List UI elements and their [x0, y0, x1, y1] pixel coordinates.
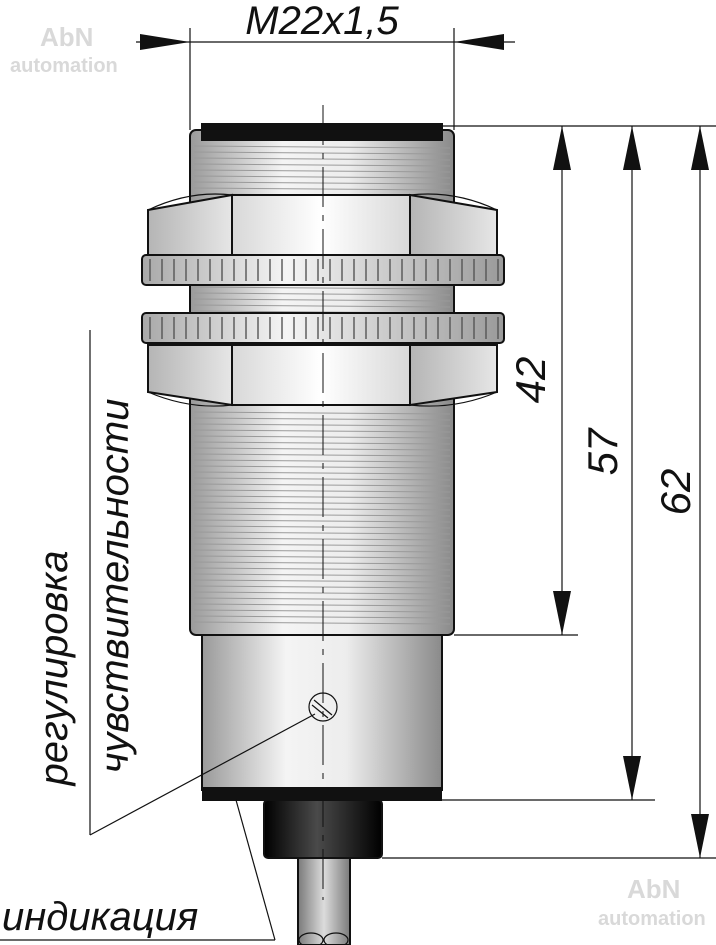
- thread-groove: [193, 525, 451, 529]
- thread-groove: [193, 447, 451, 451]
- thread-groove: [193, 483, 451, 487]
- thread-groove: [193, 597, 451, 601]
- thread-groove: [193, 292, 451, 296]
- watermark-caption-text: automation: [598, 908, 706, 930]
- length-62-label: 62: [652, 469, 699, 516]
- thread-groove: [193, 519, 451, 523]
- thread-groove: [193, 603, 451, 607]
- thread-groove: [193, 298, 451, 302]
- dimension-57: 57: [579, 126, 641, 800]
- thread-groove: [193, 465, 451, 469]
- rear-housing: [201, 634, 443, 801]
- thread-groove: [193, 151, 451, 155]
- washer-upper: [141, 254, 505, 286]
- length-57-label: 57: [579, 427, 626, 475]
- thread-groove: [193, 435, 451, 439]
- thread-groove: [193, 471, 451, 475]
- thread-groove: [193, 573, 451, 577]
- thread-groove: [193, 459, 451, 463]
- indicator-ring: [202, 787, 442, 801]
- thread-groove: [193, 417, 451, 421]
- thread-groove: [193, 615, 451, 619]
- thread-groove: [193, 549, 451, 553]
- thread-groove: [193, 453, 451, 457]
- thread-groove: [193, 163, 451, 167]
- thread-groove: [193, 531, 451, 535]
- thread-groove: [193, 621, 451, 625]
- hex-nut-lower: [147, 344, 498, 407]
- thread-groove: [193, 507, 451, 511]
- thread-groove: [193, 423, 451, 427]
- thread-groove: [193, 579, 451, 583]
- thread-groove: [193, 441, 451, 445]
- sensitivity-label-line2: чувствительности: [93, 399, 137, 774]
- watermark-bottom-right: AbN automation: [598, 874, 706, 930]
- thread-groove: [193, 477, 451, 481]
- thread-size-label: M22x1,5: [245, 0, 399, 43]
- thread-groove: [193, 591, 451, 595]
- sensitivity-label-line1: регулировка: [32, 550, 76, 786]
- thread-groove: [193, 537, 451, 541]
- watermark-logo-text: AbN: [40, 22, 93, 52]
- dimension-62: 62: [652, 126, 709, 858]
- thread-dimension: M22x1,5: [136, 0, 515, 130]
- thread-groove: [193, 513, 451, 517]
- watermark-caption-text: automation: [10, 55, 118, 77]
- thread-groove: [193, 495, 451, 499]
- sensitivity-callout: регулировка чувствительности: [32, 330, 316, 836]
- thread-groove: [193, 157, 451, 161]
- thread-groove: [193, 567, 451, 571]
- thread-groove: [193, 609, 451, 613]
- indication-label: индикация: [2, 895, 198, 939]
- thread-groove: [193, 145, 451, 149]
- thread-groove: [193, 169, 451, 173]
- dimension-42: 42: [507, 126, 571, 635]
- thread-groove: [193, 543, 451, 547]
- watermark-top-left: AbN automation: [10, 22, 118, 77]
- length-42-label: 42: [507, 357, 554, 404]
- hex-nut-upper: [147, 193, 498, 256]
- thread-groove: [193, 411, 451, 415]
- thread-groove: [193, 181, 451, 185]
- thread-groove: [193, 286, 451, 290]
- indication-callout: индикация: [0, 799, 276, 941]
- thread-groove: [193, 429, 451, 433]
- thread-groove: [193, 304, 451, 308]
- thread-groove: [193, 175, 451, 179]
- thread-groove: [193, 561, 451, 565]
- thread-groove: [193, 501, 451, 505]
- cable: [297, 857, 351, 945]
- extension-lines: [382, 125, 716, 859]
- watermark-logo-text: AbN: [627, 874, 680, 904]
- thread-groove: [193, 555, 451, 559]
- front-cap: [201, 123, 443, 141]
- thread-groove: [193, 187, 451, 191]
- thread-groove: [193, 585, 451, 589]
- thread-groove: [193, 489, 451, 493]
